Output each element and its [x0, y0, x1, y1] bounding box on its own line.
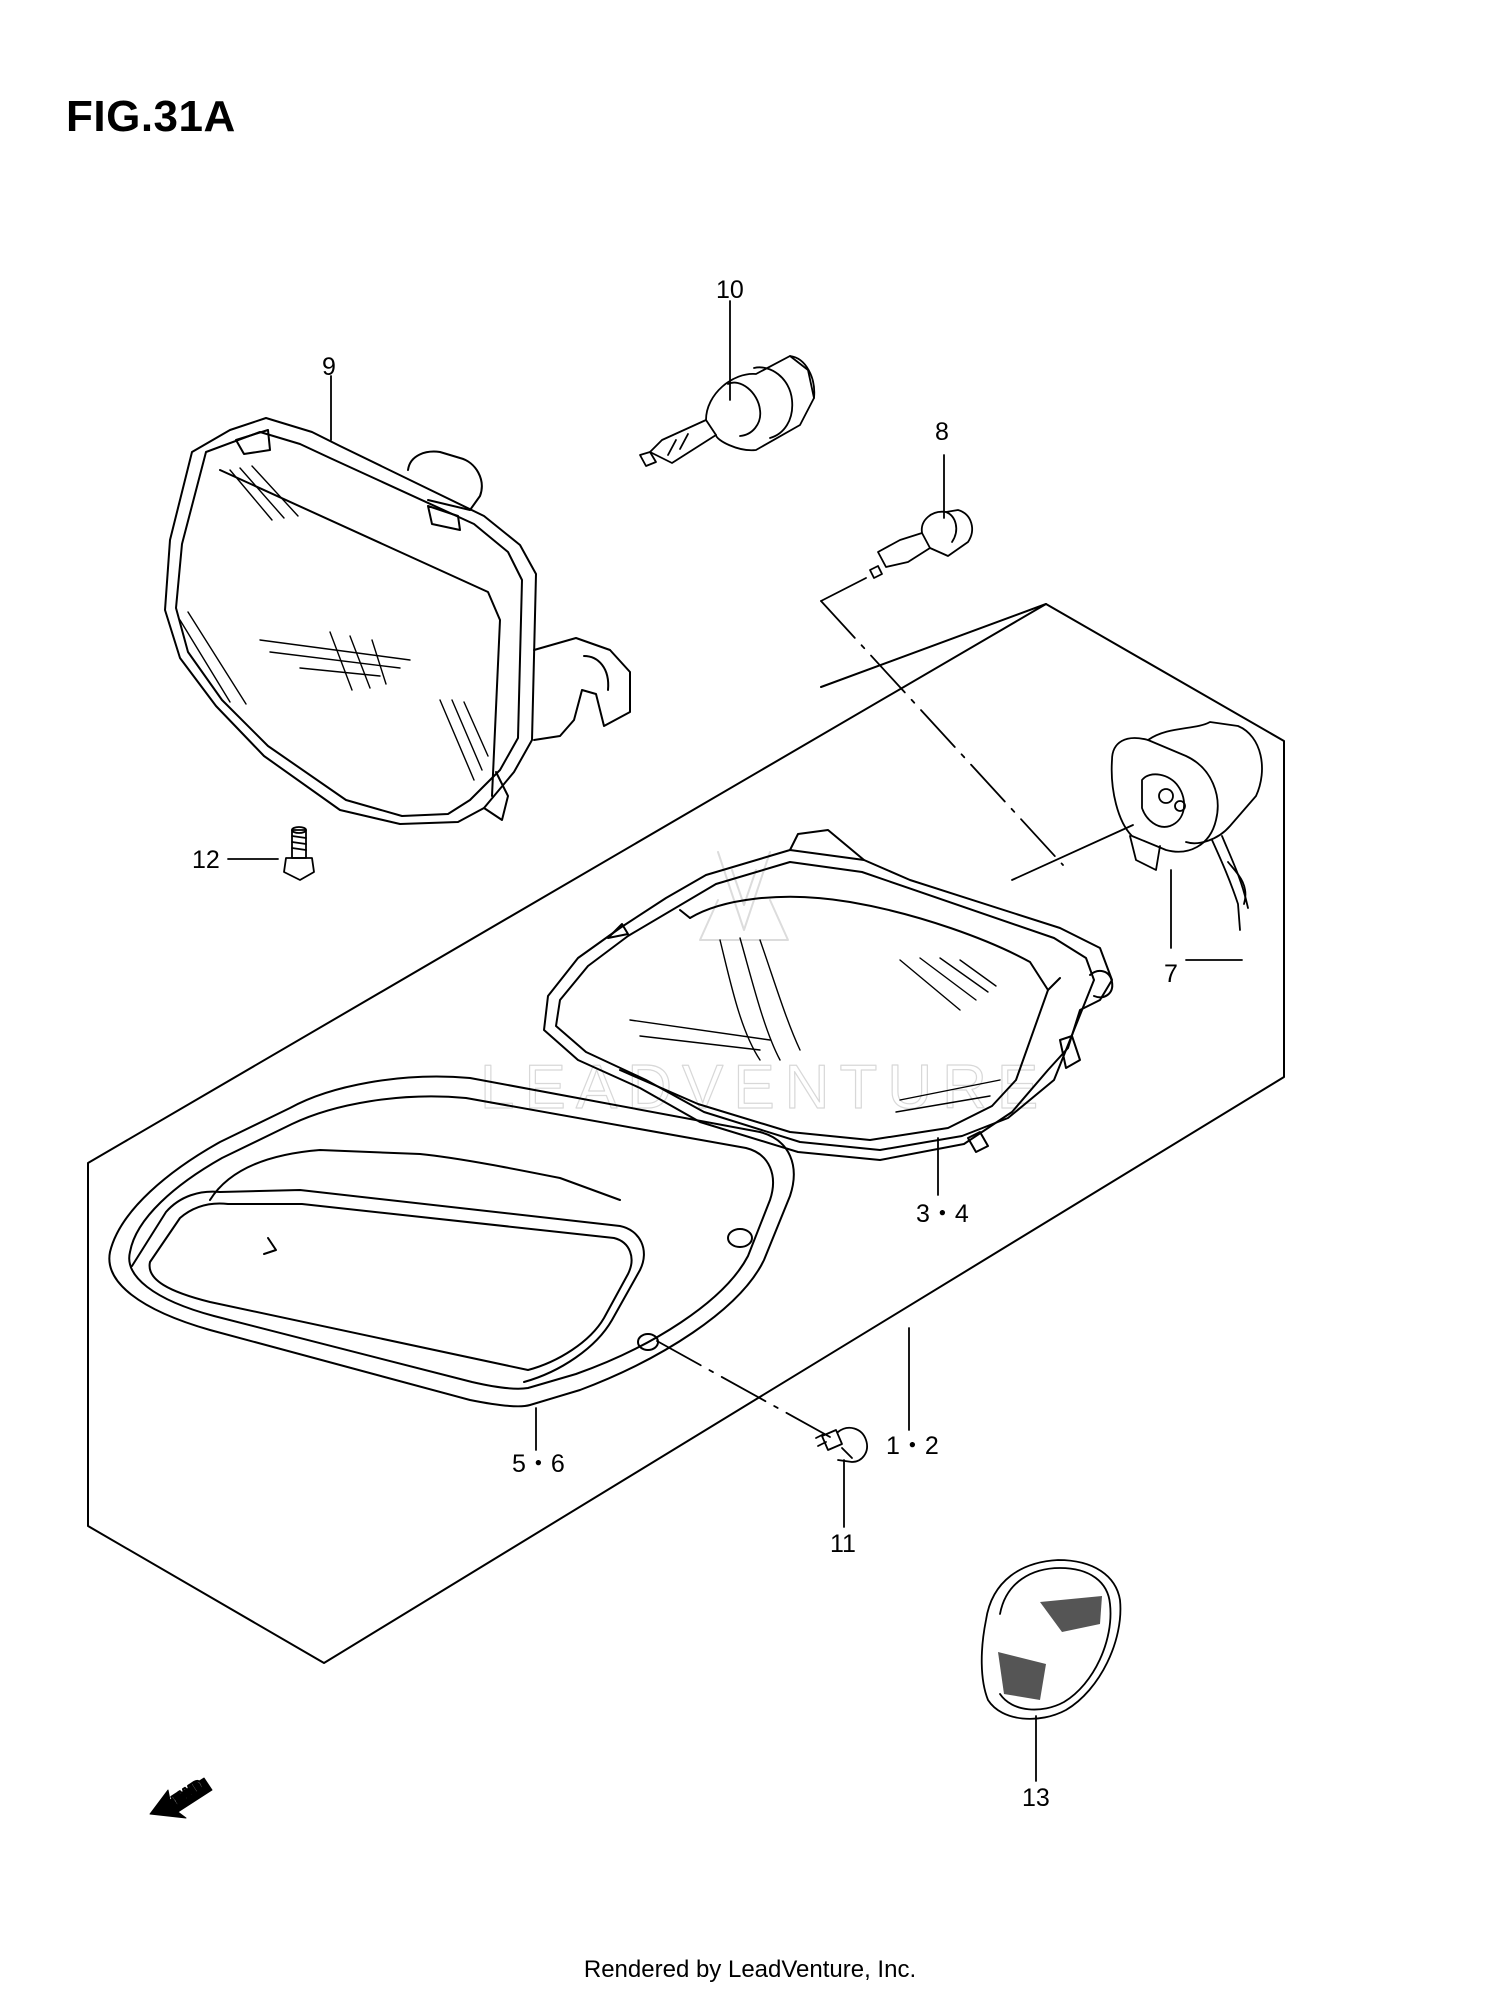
callout-12: 12 — [192, 846, 220, 874]
callout-1-2: 1・2 — [886, 1432, 939, 1460]
dash-chain-11 — [656, 1340, 831, 1438]
bulb-10-icon — [639, 355, 816, 467]
bulb-8-icon — [869, 509, 973, 579]
leader-lines — [227, 300, 1172, 1782]
callout-13: 13 — [1022, 1784, 1050, 1812]
dash-chain-8 — [820, 600, 1064, 866]
watermark-text: LEADVENTURE — [480, 1053, 1048, 1122]
figure-title: FIG.31A — [66, 92, 236, 141]
exploded-parts-diagram: LEADVENTURE — [87, 276, 1285, 1819]
callout-7: 7 — [1164, 960, 1178, 988]
watermark-logo-icon — [699, 851, 789, 941]
fwd-arrow-icon: FWD — [149, 1775, 213, 1819]
callout-11: 11 — [830, 1530, 856, 1558]
callout-3-4: 3・4 — [916, 1200, 969, 1228]
socket-7-icon — [1110, 721, 1263, 961]
headlight-9-icon — [164, 417, 631, 825]
leader-7b — [1011, 824, 1134, 881]
callout-10: 10 — [716, 276, 744, 304]
callout-9: 9 — [322, 353, 336, 381]
callout-8: 8 — [935, 418, 949, 446]
reflector-13-icon — [980, 1559, 1122, 1720]
dash-chain-8b — [820, 577, 867, 602]
screw-11-icon — [815, 1426, 868, 1463]
lens-3-4-icon — [543, 829, 1114, 1161]
render-credit: Rendered by LeadVenture, Inc. — [583, 1956, 917, 1983]
callout-5-6: 5・6 — [512, 1450, 565, 1478]
assembly-frame — [87, 603, 1285, 1664]
bolt-12-icon — [283, 826, 315, 881]
bezel-5-6-icon — [108, 1075, 795, 1408]
